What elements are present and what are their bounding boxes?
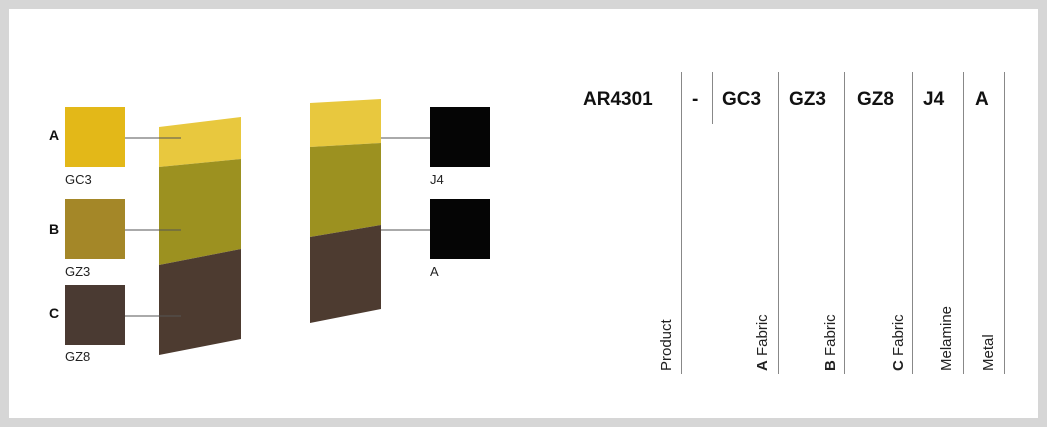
swatch-j4 [430, 107, 490, 167]
swatch-gc3 [65, 107, 125, 167]
right-panel-middle [310, 143, 381, 237]
caption-a-fabric: A Fabric [754, 314, 771, 371]
left-panel-top [159, 117, 241, 167]
swatch-code-j4: J4 [430, 172, 444, 187]
caption-b-prefix: B [822, 360, 839, 371]
caption-a-prefix: A [754, 360, 771, 371]
divider-3 [778, 72, 779, 374]
code-a: A [975, 89, 989, 110]
code-gc3: GC3 [722, 89, 762, 110]
caption-c-fabric: C Fabric [890, 314, 907, 371]
divider-5 [912, 72, 913, 374]
row-letter-a: A [49, 127, 60, 143]
code-gz3: GZ3 [789, 89, 826, 110]
swatch-gz3 [65, 199, 125, 259]
swatch-code-gz3: GZ3 [65, 264, 91, 279]
right-panel-bottom [310, 225, 381, 323]
caption-melamine: Melamine [938, 305, 955, 371]
left-panel-middle [159, 159, 241, 265]
product-card: A GC3 B GZ3 C GZ8 J4 A AR4301 - GC3 GZ3 … [9, 9, 1038, 418]
divider-4 [844, 72, 845, 374]
row-letter-b: B [49, 221, 60, 237]
swatch-gz8 [65, 285, 125, 345]
swatch-a [430, 199, 490, 259]
row-letter-c: C [49, 305, 60, 321]
code-dash: - [692, 89, 699, 110]
divider-6 [963, 72, 964, 374]
caption-b-fabric: B Fabric [822, 314, 839, 371]
caption-metal: Metal [980, 334, 997, 371]
code-j4: J4 [923, 89, 945, 110]
divider-2 [712, 72, 713, 124]
divider-7 [1004, 72, 1005, 374]
swatch-code-gz8: GZ8 [65, 349, 91, 364]
panel-illustration [125, 99, 430, 355]
code-gz8: GZ8 [857, 89, 894, 110]
swatch-code-gc3: GC3 [65, 172, 92, 187]
right-panel-top [310, 99, 381, 147]
product-code: AR4301 [583, 89, 653, 110]
caption-c-prefix: C [890, 360, 907, 371]
left-panel-bottom [159, 249, 241, 355]
caption-product: Product [658, 319, 675, 371]
divider-1 [681, 72, 682, 374]
swatch-code-a: A [430, 264, 439, 279]
